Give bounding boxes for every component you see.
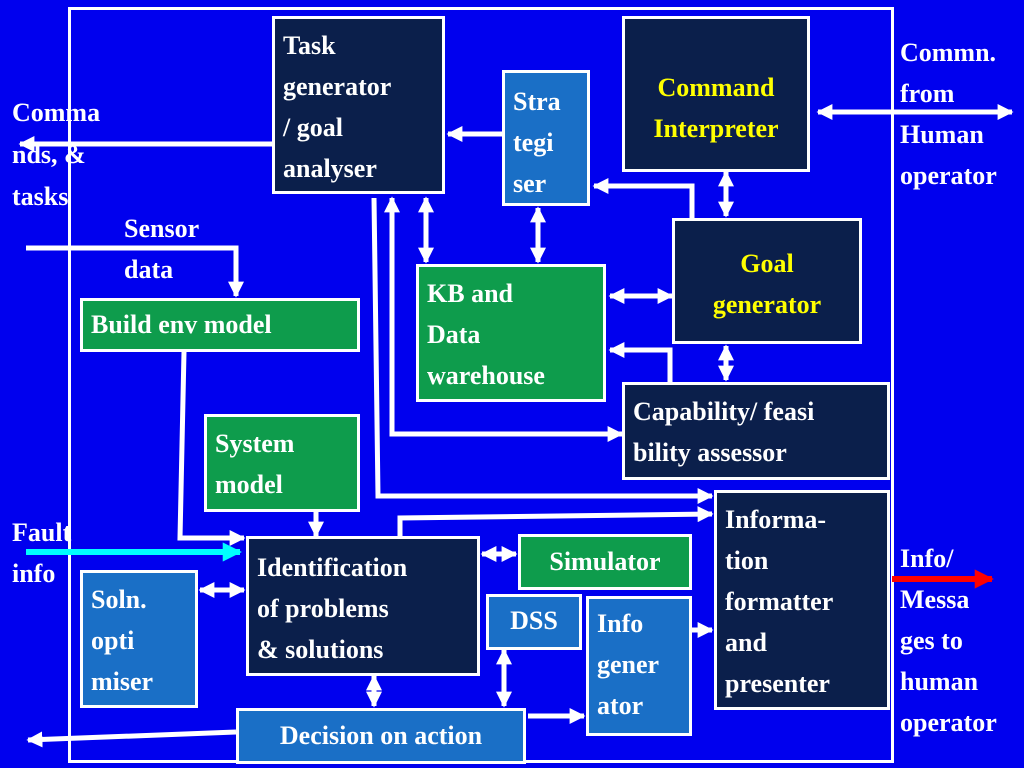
arrow-env-to-ident — [177, 351, 246, 547]
arrow-sensor-to-env — [26, 245, 245, 298]
capability-assessor-label: Capability/ feasi bility assessor — [633, 397, 815, 467]
kb-data-warehouse-label: KB and Data warehouse — [427, 279, 545, 390]
identification-label: Identification of problems & solutions — [257, 553, 408, 664]
arrow-goal-to-strategiser — [592, 177, 695, 218]
soln-optimiser-label: Soln. opti miser — [91, 585, 154, 696]
soln-optimiser-box: Soln. opti miser — [80, 570, 198, 708]
kb-data-warehouse-box: KB and Data warehouse — [416, 264, 606, 402]
dss-label: DSS — [510, 606, 558, 635]
simulator-label: Simulator — [549, 547, 661, 576]
task-generator-box: Task generator / goal analyser — [272, 16, 445, 194]
sensor-data-label: Sensor data — [124, 214, 200, 284]
arrow-task-to-formatter — [371, 197, 714, 505]
strategiser-label: Stra tegi ser — [513, 87, 561, 198]
decision-on-action-box: Decision on action — [236, 708, 526, 764]
info-generator-box: Info gener ator — [586, 596, 692, 736]
info-messages-label: Info/ Messa ges to human operator — [900, 544, 997, 737]
command-interpreter-label: Command Interpreter — [653, 73, 779, 143]
build-env-model-label: Build env model — [91, 310, 272, 339]
identification-box: Identification of problems & solutions — [246, 536, 480, 676]
arrow-task-to-capability — [383, 196, 624, 443]
commands-tasks-label: Comma nds, & tasks — [12, 98, 101, 211]
arrow-ident-to-formatter — [397, 506, 714, 536]
information-formatter-label: Informa- tion formatter and presenter — [725, 505, 834, 698]
task-generator-label: Task generator / goal analyser — [283, 31, 392, 183]
fault-info-label: Fault info — [12, 518, 72, 588]
commn-from-human-label: Commn. from Human operator — [900, 38, 997, 190]
dss-box: DSS — [486, 594, 582, 650]
arrow-capability-to-kb — [608, 341, 673, 382]
goal-generator-box: Goal generator — [672, 218, 862, 344]
capability-assessor-box: Capability/ feasi bility assessor — [622, 382, 890, 480]
strategiser-box: Stra tegi ser — [502, 70, 590, 206]
info-generator-label: Info gener ator — [597, 609, 660, 720]
information-formatter-box: Informa- tion formatter and presenter — [714, 490, 890, 710]
decision-on-action-label: Decision on action — [279, 721, 483, 750]
arrow-decision-out — [26, 729, 237, 748]
system-model-box: System model — [204, 414, 360, 512]
command-interpreter-box: Command Interpreter — [622, 16, 810, 172]
simulator-box: Simulator — [518, 534, 692, 590]
build-env-model-box: Build env model — [80, 298, 360, 352]
system-model-label: System model — [215, 429, 295, 499]
goal-generator-label: Goal generator — [712, 249, 822, 319]
